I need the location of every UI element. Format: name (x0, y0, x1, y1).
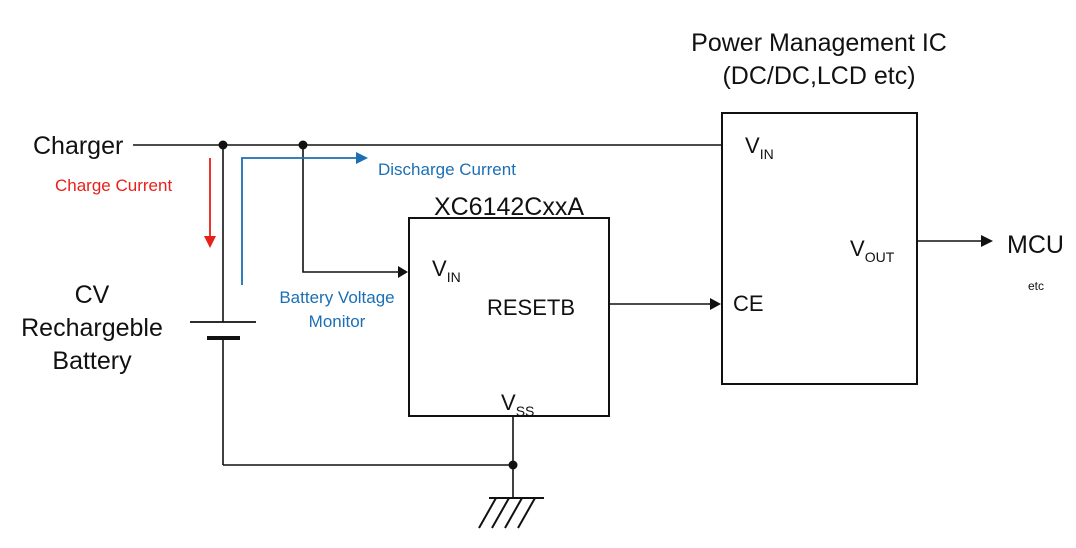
charge-current-label: Charge Current (55, 176, 172, 195)
pmic-vout-main: V (850, 236, 865, 261)
discharge-current-line (241, 157, 358, 285)
discharge-current-arrowhead (356, 152, 368, 164)
ground-hatch-4 (517, 497, 536, 529)
battery-label-line2: Rechargeble (21, 314, 163, 342)
ground-symbol (478, 497, 544, 529)
pmic-vout-sub: OUT (865, 249, 895, 265)
ic-vin-wire (302, 145, 398, 273)
discharge-current-arrow (241, 152, 368, 285)
charge-current-arrow (204, 158, 216, 248)
xc6142-vin-sub: IN (447, 269, 461, 285)
ground-hatch-1 (478, 497, 497, 529)
ce-arrowhead (710, 298, 721, 310)
xc6142-name: XC6142CxxA (434, 193, 584, 221)
ground-hatch-3 (504, 497, 523, 529)
pmic-block (721, 112, 918, 385)
battery-label-line3: Battery (52, 347, 132, 375)
charger-label: Charger (33, 132, 123, 160)
discharge-current-label: Discharge Current (378, 160, 516, 179)
xc6142-vin-pin: VIN (432, 256, 461, 285)
battery-label-line1: CV (75, 281, 110, 309)
ground-hatch-2 (491, 497, 510, 529)
xc6142-vin-main: V (432, 256, 447, 281)
battery-symbol (190, 321, 256, 340)
pmic-title-line2: (DC/DC,LCD etc) (722, 62, 915, 90)
pmic-vin-sub: IN (760, 146, 774, 162)
wires (133, 144, 993, 498)
mcu-label: MCU (1007, 231, 1064, 259)
xc6142-vss-pin: VSS (501, 390, 534, 419)
junction-dot-ground (508, 460, 518, 470)
junction-dot-battery (218, 140, 228, 150)
mcu-arrowhead (981, 235, 993, 247)
pmic-vout-pin: VOUT (850, 236, 895, 265)
xc6142-vss-main: V (501, 390, 516, 415)
xc6142-resetb-pin: RESETB (487, 295, 575, 320)
pmic-vin-pin: VIN (745, 133, 774, 162)
pmic-ce-pin: CE (733, 291, 764, 316)
battery-voltage-monitor-line1: Battery Voltage (279, 288, 394, 307)
battery-voltage-monitor-line2: Monitor (309, 312, 366, 331)
xc6142-block (408, 217, 610, 417)
pmic-vin-main: V (745, 133, 760, 158)
pmic-title-line1: Power Management IC (691, 29, 947, 57)
mcu-etc-label: etc (1028, 279, 1044, 293)
xc6142-vss-sub: SS (516, 403, 535, 419)
charge-current-arrowhead (204, 236, 216, 248)
ic-vin-arrowhead (398, 266, 408, 278)
junction-dot-monitor (298, 140, 308, 150)
